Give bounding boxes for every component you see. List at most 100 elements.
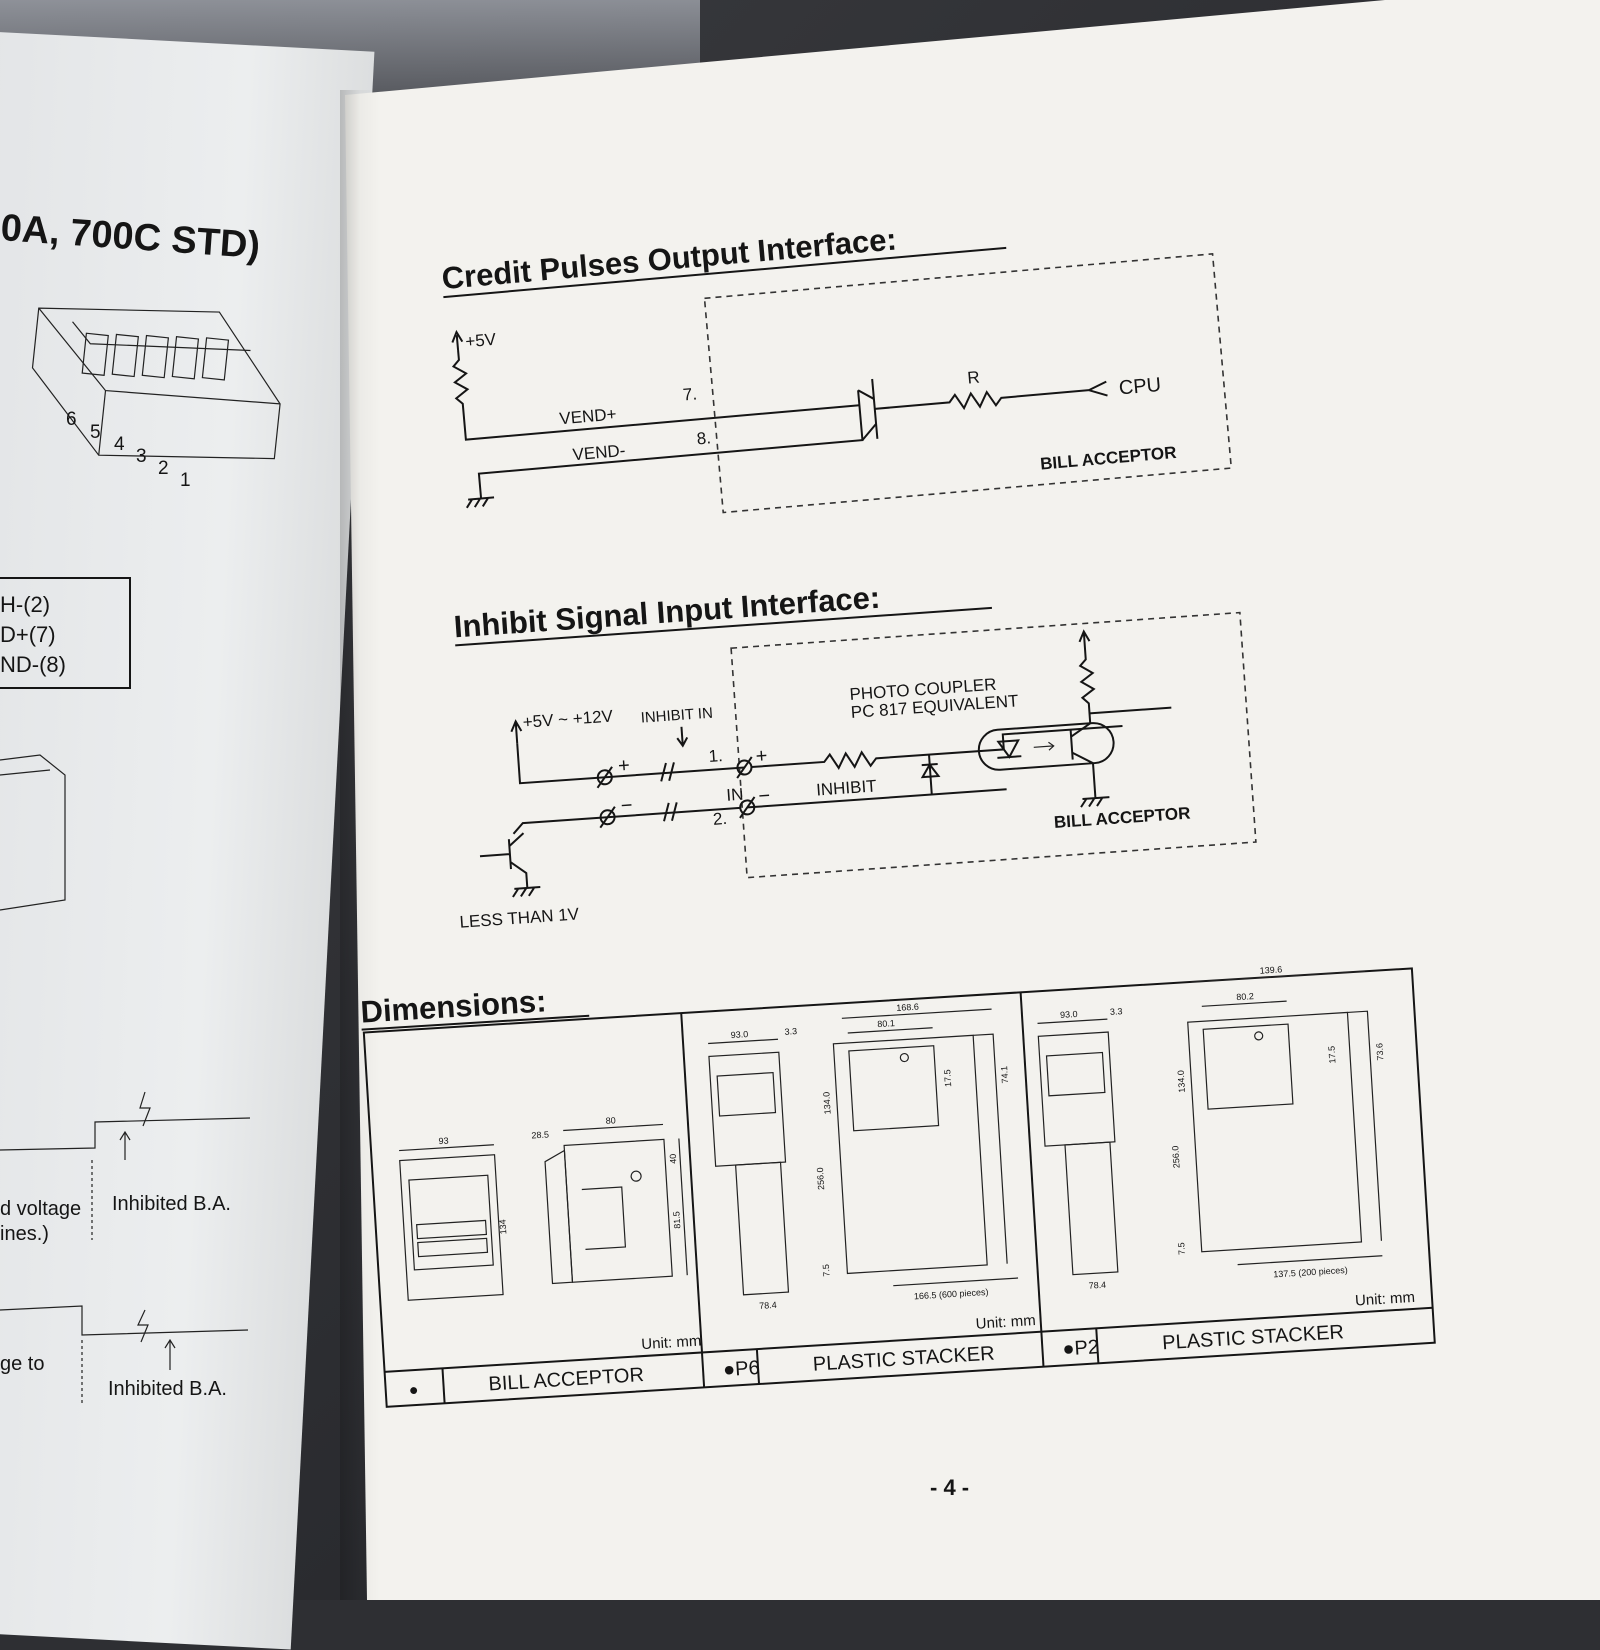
pin-label: D+(7) <box>0 622 56 647</box>
waveform-2 <box>0 1305 249 1336</box>
dim-label: 93.0 <box>730 1029 748 1040</box>
vend-lines <box>477 390 864 499</box>
supply-arrow-icon <box>451 329 464 351</box>
partial-device-drawing <box>0 754 66 911</box>
right-page <box>345 0 1600 1600</box>
plus-sign: + <box>617 755 630 778</box>
dim-label: 17.5 <box>942 1069 953 1087</box>
inhibit-section: Inhibit Signal Input Interface: +5V ~ +1… <box>453 580 1257 932</box>
terminal-slash <box>736 756 753 779</box>
dim-label: 7.5 <box>821 1264 832 1277</box>
dim-label: 28.5 <box>531 1129 549 1140</box>
dim-label: 3.3 <box>784 1026 797 1037</box>
page-number: - 4 - <box>930 1475 969 1500</box>
dim-label: 80 <box>605 1115 616 1126</box>
diode-bar <box>921 763 938 767</box>
bill-acceptor-side-drawing <box>544 1123 688 1285</box>
dim-label: 17.5 <box>1326 1046 1337 1064</box>
pin1-label: 1. <box>708 746 723 766</box>
dim-label: 93.0 <box>1060 1009 1078 1020</box>
pin-number: 2 <box>158 458 169 479</box>
dim-label: 93 <box>438 1136 449 1147</box>
inhibit-minus-line <box>747 788 1007 809</box>
dim-label: 80.1 <box>877 1018 895 1029</box>
p2-front-drawing <box>1037 1018 1119 1276</box>
arrow-up-icon <box>119 1130 131 1160</box>
table-cell-divider <box>755 1349 761 1385</box>
input-resistor <box>751 725 1123 770</box>
p6-side-drawing <box>832 1008 1019 1287</box>
dim-label: 73.6 <box>1374 1043 1385 1061</box>
waveform-1 <box>0 1117 251 1151</box>
table-column-divider <box>1019 992 1045 1367</box>
pin7-label: 7. <box>682 384 698 404</box>
supply-label: +5V ~ +12V <box>522 707 614 732</box>
caption-lines: ines.) <box>0 1223 49 1245</box>
dim-label: 166.5 (600 pieces) <box>914 1287 989 1302</box>
title-underline <box>455 606 992 647</box>
bill-acceptor-label: BILL ACCEPTOR <box>1039 443 1177 474</box>
table-cell-divider <box>441 1368 446 1404</box>
less-than-label: LESS THAN 1V <box>459 904 580 931</box>
supply-arrow-icon <box>510 719 523 744</box>
p2-side-drawing <box>1187 970 1383 1266</box>
credit-pulses-section: Credit Pulses Output Interface: +5V VEND… <box>440 221 1233 514</box>
dim-label: 74.1 <box>999 1066 1010 1084</box>
transistor-icon <box>857 389 877 441</box>
spike-icon <box>137 1309 149 1343</box>
unit-label: Unit: mm <box>641 1333 702 1354</box>
bill-acceptor-boundary <box>703 253 1233 514</box>
title-underline <box>443 246 1007 299</box>
table-label-row-line <box>384 1306 1433 1373</box>
inhibit-section-title: Inhibit Signal Input Interface: <box>453 580 882 645</box>
page-fold-shadow <box>340 90 380 1600</box>
pin-number: 1 <box>180 470 191 491</box>
led-icon <box>996 739 1022 759</box>
pin-number: 6 <box>66 409 77 430</box>
dimensions-section: Dimensions: 93 134 28.5 80 40 <box>360 964 1436 1408</box>
dim-label: 139.6 <box>1259 964 1282 975</box>
bill-acceptor-label: BILL ACCEPTOR <box>1053 804 1191 832</box>
terminal-icon <box>599 809 616 826</box>
inhibit-label: INHIBIT <box>816 776 878 799</box>
spike-icon <box>139 1091 151 1127</box>
dim-label: 256.0 <box>1170 1145 1181 1168</box>
minus-sign: − <box>758 785 771 808</box>
table-cell-divider <box>1095 1328 1100 1364</box>
caption-voltage: d voltage <box>0 1198 81 1220</box>
dimensions-table <box>362 967 1436 1408</box>
p6-front-drawing <box>708 1038 790 1296</box>
bill-acceptor-caption: BILL ACCEPTOR <box>488 1364 645 1395</box>
bill-acceptor-front-drawing <box>399 1144 504 1301</box>
photo-coupler-body <box>977 722 1115 771</box>
dim-label: 137.5 (200 pieces) <box>1273 1265 1348 1280</box>
bullet: ● <box>408 1382 419 1400</box>
base-resistor <box>874 389 1090 411</box>
dim-label: 256.0 <box>815 1167 826 1190</box>
plus-sign: + <box>755 745 768 768</box>
pin8-label: 8. <box>696 428 712 448</box>
phototransistor-icon <box>1069 722 1094 765</box>
dim-label: 78.4 <box>1088 1280 1106 1291</box>
pin-label: H-(2) <box>0 592 50 617</box>
arrow-up-icon <box>164 1338 176 1370</box>
right-page-content: Credit Pulses Output Interface: +5V VEND… <box>360 221 1436 1500</box>
cpu-label: CPU <box>1118 374 1162 400</box>
diode-icon <box>920 754 941 795</box>
break-icon <box>660 762 675 782</box>
dim-label: 3.3 <box>1110 1006 1123 1017</box>
inhibit-in-label: INHIBIT IN <box>640 705 713 727</box>
dim-label: 40 <box>668 1154 679 1165</box>
caption-inhibited: Inhibited B.A. <box>108 1378 227 1400</box>
table-column-divider <box>680 1013 706 1388</box>
title-underline <box>361 1014 590 1031</box>
output-line <box>1089 706 1172 715</box>
connector-drawing <box>31 307 281 460</box>
pin-label-box <box>0 577 131 689</box>
ground-icon <box>512 886 541 898</box>
pin-number-row: 6 5 4 3 2 1 <box>66 409 191 491</box>
dim-label: 81.5 <box>671 1211 682 1229</box>
dim-label: 134 <box>498 1219 509 1235</box>
pin-number: 4 <box>114 434 125 455</box>
pin-number: 5 <box>90 422 101 443</box>
